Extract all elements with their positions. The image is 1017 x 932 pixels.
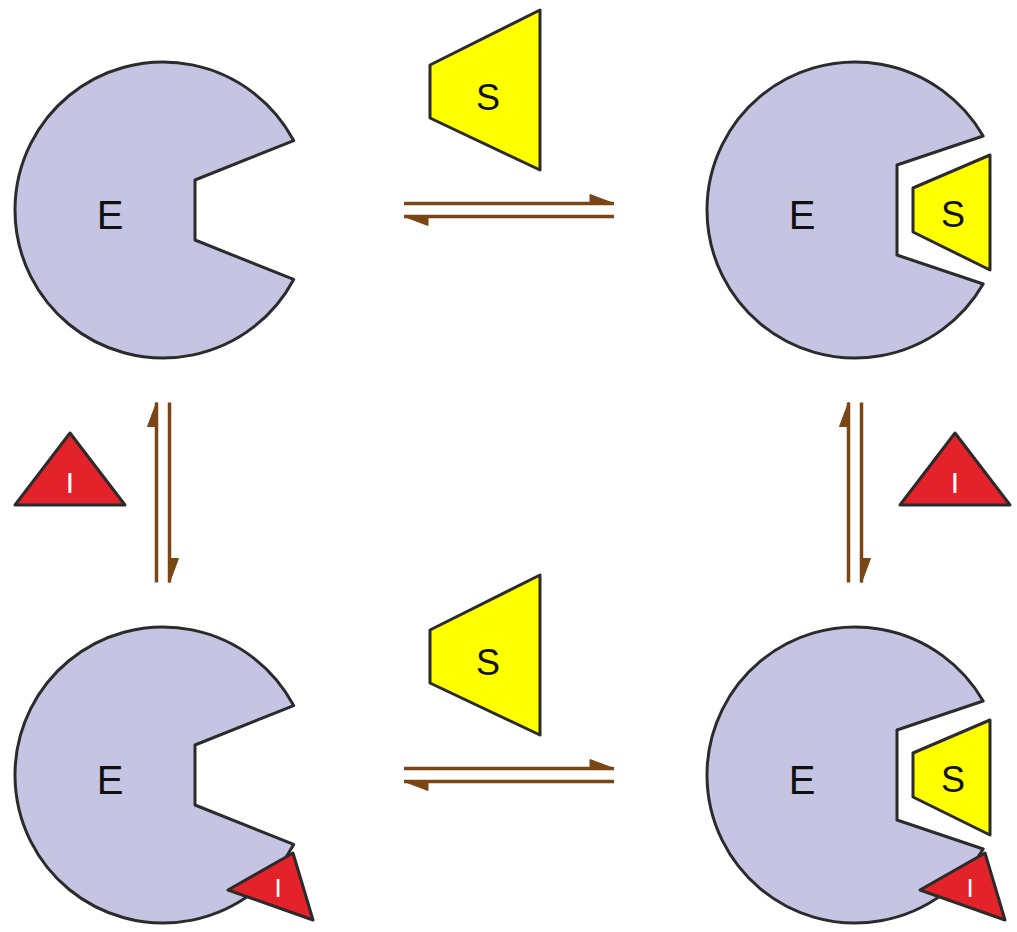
inhibitor-shape: I — [898, 431, 1012, 507]
equilibrium-head — [148, 403, 157, 427]
enzyme-outline — [15, 62, 294, 358]
equilibrium-head — [170, 559, 179, 583]
shape-outline — [15, 62, 311, 358]
substrate-label: S — [476, 643, 500, 683]
enzyme-label: E — [789, 193, 816, 237]
equilibrium-head — [404, 782, 428, 791]
inhibitor-outline — [920, 853, 1005, 920]
substrate-shape: S — [911, 718, 992, 837]
inhibitor-shape: I — [13, 431, 127, 507]
equilibrium-head — [590, 760, 614, 769]
equilibrium-line — [404, 215, 614, 219]
substrate-outline — [430, 10, 540, 170]
equilibrium-line — [168, 403, 172, 583]
equilibrium-line — [860, 403, 864, 583]
enzyme-label: E — [789, 758, 816, 802]
equilibrium-line — [404, 780, 614, 784]
substrate-label: S — [941, 195, 965, 235]
substrate-outline — [430, 575, 540, 735]
enzyme-outline — [707, 62, 983, 358]
equilibrium-head — [862, 559, 871, 583]
enzyme-shape: E S I — [707, 627, 1003, 923]
equilibrium-line — [404, 767, 614, 771]
substrate-label: S — [941, 760, 965, 800]
substrate-shape: S — [428, 8, 544, 174]
equilibrium-arrow — [404, 195, 614, 226]
equilibrium-arrow — [148, 403, 179, 583]
equilibrium-arrow — [404, 760, 614, 791]
substrate-outline — [913, 155, 990, 270]
shape-outline — [226, 851, 315, 922]
equilibrium-arrow — [840, 403, 871, 583]
equilibrium-head — [840, 403, 849, 427]
substrate-outline — [913, 720, 990, 835]
substrate-label: S — [476, 78, 500, 118]
enzyme-label: E — [97, 758, 124, 802]
enzyme-shape: ES — [707, 62, 1003, 358]
equilibrium-head — [590, 195, 614, 204]
substrate-shape: S — [911, 153, 992, 272]
inhibitor-label: I — [966, 874, 973, 903]
shape-outline — [918, 851, 1007, 922]
inhibitor-outline — [15, 433, 125, 505]
inhibitor-outline — [228, 853, 313, 920]
inhibitor-shape: I — [918, 851, 1007, 922]
inhibitor-shape: I — [226, 851, 315, 922]
equilibrium-line — [404, 202, 614, 206]
enzyme-shape: EI — [15, 627, 311, 923]
inhibitor-label: I — [951, 466, 959, 499]
enzyme-shape: E — [15, 62, 311, 358]
equilibrium-head — [404, 217, 428, 226]
equilibrium-line — [847, 403, 851, 583]
enzyme-label: E — [97, 193, 124, 237]
equilibrium-line — [155, 403, 159, 583]
inhibitor-label: I — [274, 874, 281, 903]
inhibitor-outline — [900, 433, 1010, 505]
inhibitor-label: I — [66, 466, 74, 499]
substrate-shape: S — [428, 573, 544, 739]
